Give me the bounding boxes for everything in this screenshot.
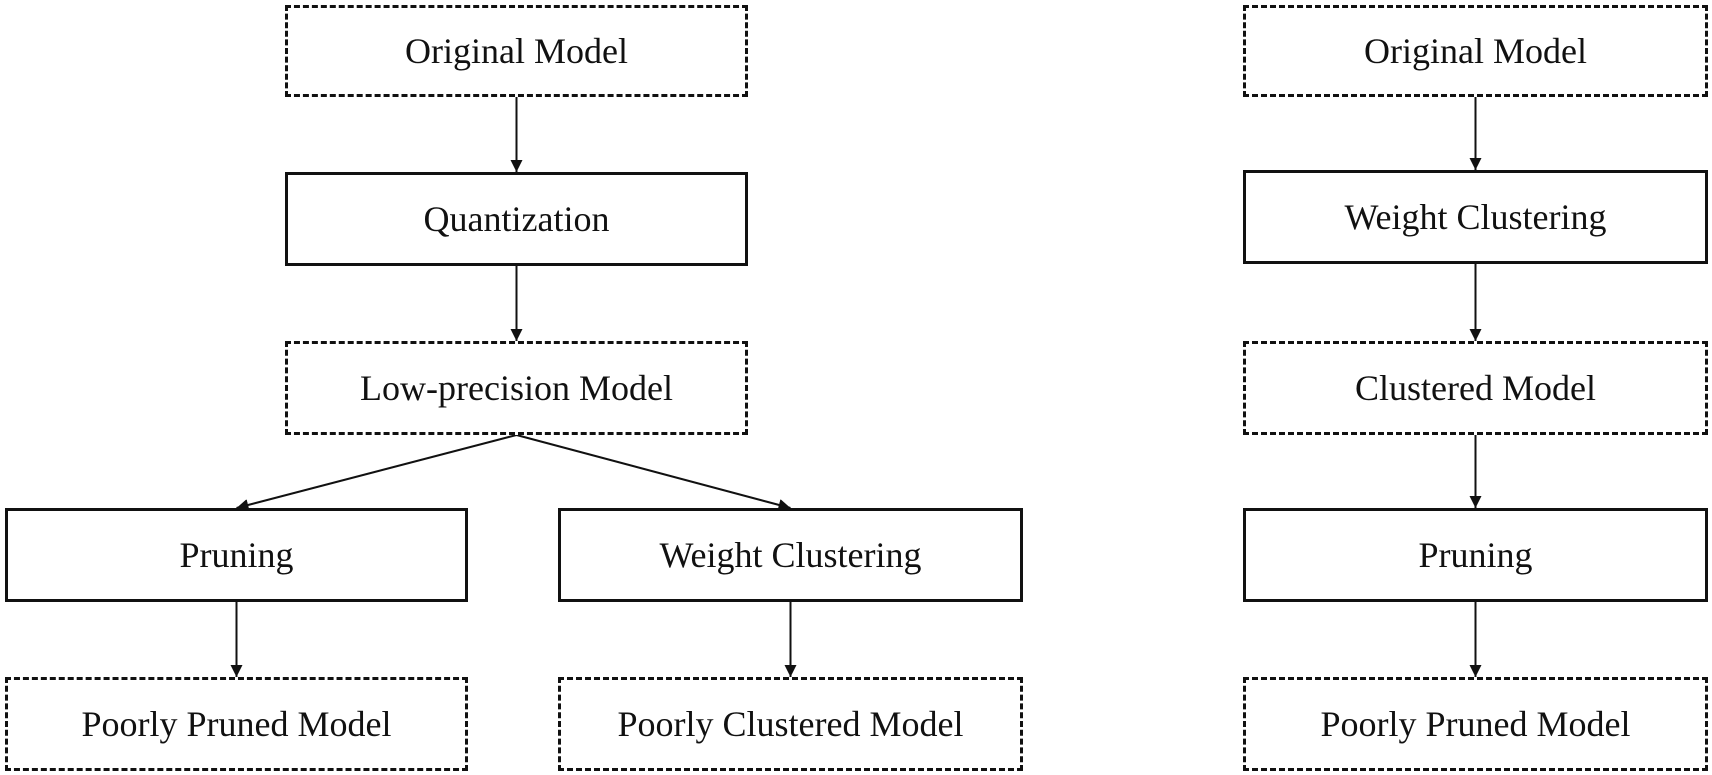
- left-pruning-label: Pruning: [179, 535, 294, 575]
- left-original-model-label: Original Model: [405, 31, 628, 71]
- right-original-model-label: Original Model: [1364, 31, 1587, 71]
- left-low-precision-model: Low-precision Model: [285, 341, 748, 435]
- left-weight-clustering: Weight Clustering: [558, 508, 1023, 602]
- left-poorly-pruned-model: Poorly Pruned Model: [5, 677, 468, 771]
- right-pruning: Pruning: [1243, 508, 1708, 602]
- left-quantization-label: Quantization: [423, 199, 610, 239]
- right-clustered-model: Clustered Model: [1243, 341, 1708, 435]
- left-poorly-clustered-model: Poorly Clustered Model: [558, 677, 1023, 771]
- arrow-left-low-precision-model-to-left-weight-clustering: [516, 434, 791, 511]
- left-poorly-pruned-model-label: Poorly Pruned Model: [81, 704, 392, 744]
- right-weight-clustering-label: Weight Clustering: [1344, 197, 1607, 237]
- right-weight-clustering: Weight Clustering: [1243, 170, 1708, 264]
- right-pruning-label: Pruning: [1418, 535, 1533, 575]
- left-original-model: Original Model: [285, 5, 748, 97]
- right-clustered-model-label: Clustered Model: [1355, 368, 1596, 408]
- left-pruning: Pruning: [5, 508, 468, 602]
- left-poorly-clustered-model-label: Poorly Clustered Model: [617, 704, 964, 744]
- left-quantization: Quantization: [285, 172, 748, 266]
- left-low-precision-model-label: Low-precision Model: [360, 368, 673, 408]
- right-poorly-pruned-model-label: Poorly Pruned Model: [1320, 704, 1631, 744]
- right-original-model: Original Model: [1243, 5, 1708, 97]
- right-poorly-pruned-model: Poorly Pruned Model: [1243, 677, 1708, 771]
- arrow-left-low-precision-model-to-left-pruning: [236, 434, 517, 511]
- left-weight-clustering-label: Weight Clustering: [659, 535, 922, 575]
